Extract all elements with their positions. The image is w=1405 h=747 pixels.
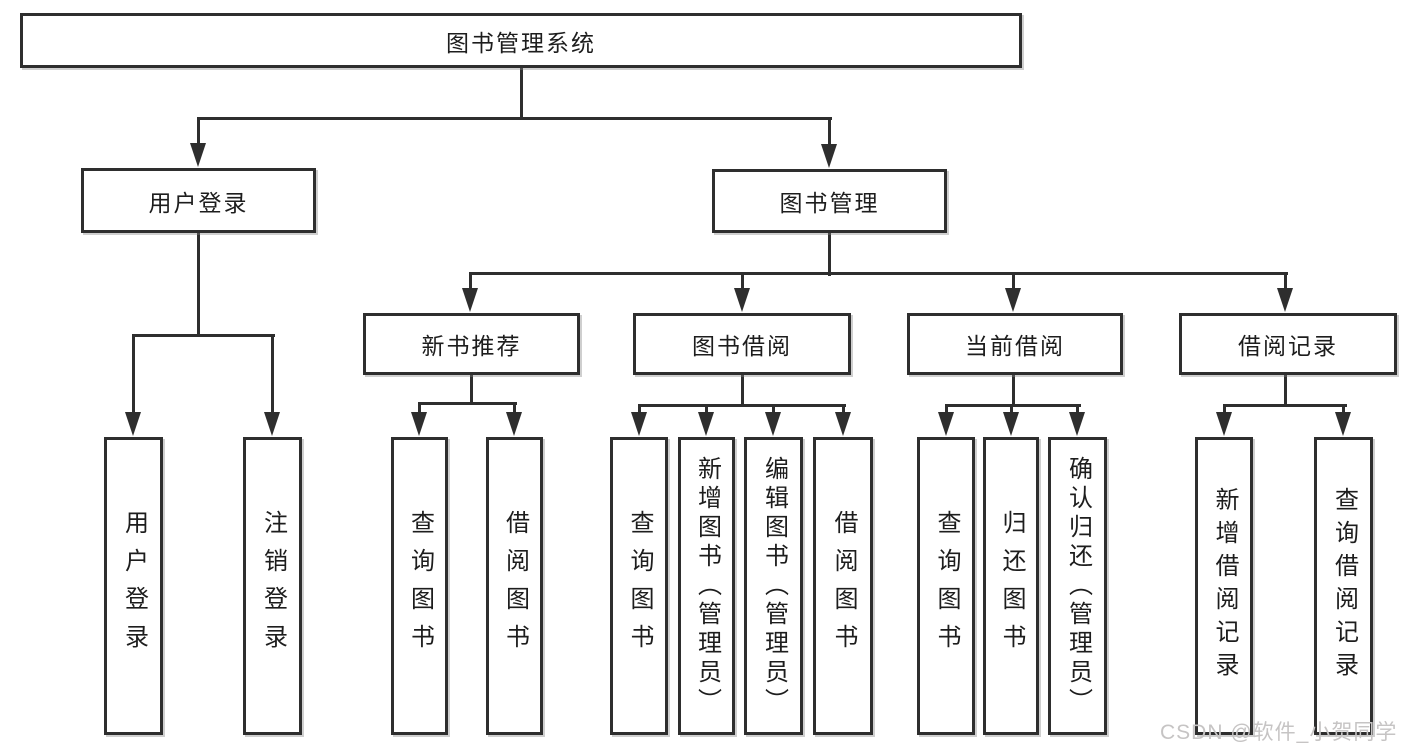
node-user-login: 用户登录	[81, 168, 316, 233]
node-label: 图书管理	[779, 190, 880, 216]
arrowhead-down-icon	[765, 412, 781, 436]
connector-vline	[704, 405, 708, 414]
node-query-books-borrowing: 查询图书	[610, 437, 668, 735]
connector-vline	[1283, 375, 1287, 407]
arrowhead-down-icon	[1005, 288, 1021, 312]
node-label: 查询图书	[406, 510, 434, 662]
node-label: 新书推荐	[421, 333, 522, 359]
node-query-books-recommend: 查询图书	[391, 437, 448, 735]
node-return-books: 归还图书	[983, 437, 1039, 735]
node-add-books-admin: 新增图书（管理员）	[678, 437, 735, 735]
connector-vline	[519, 68, 523, 120]
node-label: 确认归还（管理员）	[1064, 455, 1092, 717]
node-query-books-current: 查询图书	[917, 437, 975, 735]
arrowhead-down-icon	[821, 144, 837, 168]
node-book-borrowing: 图书借阅	[633, 313, 851, 375]
node-label: 编辑图书（管理员）	[760, 455, 788, 717]
connector-vline	[196, 118, 200, 145]
arrowhead-down-icon	[698, 412, 714, 436]
arrowhead-down-icon	[411, 412, 427, 436]
node-edit-books-admin: 编辑图书（管理员）	[744, 437, 803, 735]
connector-hline	[637, 403, 846, 407]
watermark: CSDN @软件_小贺同学	[1160, 721, 1398, 744]
node-user-login-leaf: 用户登录	[104, 437, 163, 735]
arrowhead-down-icon	[1335, 412, 1351, 436]
node-current-borrowing: 当前借阅	[907, 313, 1123, 375]
connector-vline	[1075, 405, 1079, 414]
connector-vline	[196, 233, 200, 337]
arrowhead-down-icon	[938, 412, 954, 436]
arrowhead-down-icon	[462, 288, 478, 312]
connector-vline	[270, 335, 274, 414]
arrowhead-down-icon	[1003, 412, 1019, 436]
connector-vline	[637, 405, 641, 414]
node-borrow-books-recommend: 借阅图书	[486, 437, 543, 735]
node-label: 图书借阅	[692, 333, 792, 359]
arrowhead-down-icon	[1277, 288, 1293, 312]
node-label: 查询借阅记录	[1330, 487, 1358, 685]
connector-vline	[740, 375, 744, 407]
node-label: 图书管理系统	[446, 29, 596, 56]
node-query-borrow-record: 查询借阅记录	[1314, 437, 1373, 735]
connector-vline	[841, 405, 845, 414]
node-label: 当前借阅	[965, 333, 1065, 359]
node-logout-login: 注销登录	[243, 437, 302, 735]
connector-vline	[771, 405, 775, 414]
connector-vline	[131, 335, 135, 414]
node-label: 归还图书	[998, 510, 1025, 662]
connector-vline	[1222, 405, 1226, 414]
node-label: 借阅图书	[830, 510, 857, 662]
node-label: 用户登录	[120, 510, 148, 662]
connector-vline	[827, 233, 831, 276]
node-borrow-books: 借阅图书	[813, 437, 873, 735]
node-label: 借阅记录	[1238, 333, 1338, 359]
connector-vline	[827, 118, 831, 146]
connector-hline	[1222, 403, 1347, 407]
node-borrowing-records: 借阅记录	[1179, 313, 1397, 375]
connector-vline	[1283, 273, 1287, 290]
connector-vline	[1011, 273, 1015, 290]
arrowhead-down-icon	[1069, 412, 1085, 436]
connector-vline	[1341, 405, 1345, 414]
arrowhead-down-icon	[125, 412, 141, 436]
node-label: 用户登录	[148, 189, 249, 216]
node-library-system: 图书管理系统	[20, 13, 1022, 68]
node-book-management: 图书管理	[712, 169, 947, 233]
node-label: 新增借阅记录	[1211, 487, 1238, 685]
connector-hline	[196, 116, 832, 120]
connector-vline	[417, 403, 421, 414]
node-new-book-recommend: 新书推荐	[363, 313, 580, 375]
node-confirm-return-admin: 确认归还（管理员）	[1048, 437, 1107, 735]
connector-vline	[1009, 405, 1013, 414]
arrowhead-down-icon	[506, 412, 522, 436]
arrowhead-down-icon	[631, 412, 647, 436]
connector-vline	[469, 375, 473, 405]
arrowhead-down-icon	[190, 143, 206, 167]
connector-vline	[1011, 375, 1015, 407]
connector-hline	[131, 333, 275, 337]
arrowhead-down-icon	[734, 288, 750, 312]
arrowhead-down-icon	[264, 412, 280, 436]
node-label: 借阅图书	[501, 510, 529, 662]
node-label: 查询图书	[933, 510, 960, 662]
connector-vline	[468, 273, 472, 290]
arrowhead-down-icon	[835, 412, 851, 436]
connector-hline	[417, 401, 517, 405]
node-add-borrow-record: 新增借阅记录	[1195, 437, 1253, 735]
connector-vline	[740, 273, 744, 290]
node-label: 查询图书	[626, 510, 653, 662]
connector-hline	[468, 271, 1288, 275]
arrowhead-down-icon	[1216, 412, 1232, 436]
connector-hline	[944, 403, 1081, 407]
node-label: 新增图书（管理员）	[693, 455, 721, 717]
connector-vline	[944, 405, 948, 414]
node-label: 注销登录	[259, 510, 287, 662]
connector-vline	[512, 403, 516, 414]
